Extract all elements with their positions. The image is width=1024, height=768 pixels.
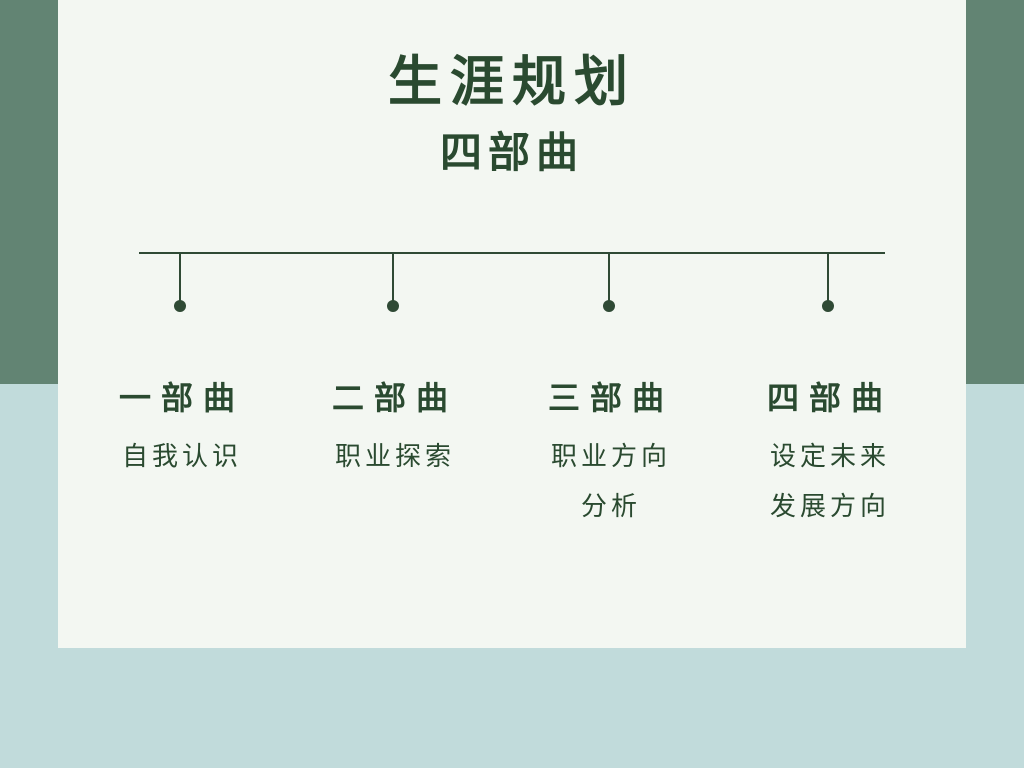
stage-description-line: 发展方向 [769, 492, 890, 522]
stage-title: 一部曲 [118, 379, 245, 417]
stage-4: 四部曲 设定未来 发展方向 [740, 376, 920, 532]
timeline-dot-1 [174, 300, 186, 312]
page-subtitle: 四部曲 [439, 128, 584, 177]
stage-3: 三部曲 职业方向 分析 [521, 376, 701, 532]
stage-description-line: 职业探索 [334, 442, 455, 472]
stage-description-line: 设定未来 [769, 442, 890, 472]
content-card [58, 0, 966, 648]
stage-description-line: 自我认识 [121, 442, 242, 472]
timeline-line [139, 252, 885, 254]
timeline-dot-3 [603, 300, 615, 312]
timeline-stem-1 [179, 252, 181, 304]
timeline-stem-4 [827, 252, 829, 304]
stage-description: 自我认识 [92, 432, 272, 482]
timeline-stem-3 [608, 252, 610, 304]
stage-title: 三部曲 [547, 379, 674, 417]
stage-description: 职业探索 [305, 432, 485, 482]
timeline-dot-4 [822, 300, 834, 312]
stage-description-line: 分析 [580, 492, 641, 522]
page-title: 生涯规划 [388, 49, 636, 113]
timeline-stem-2 [392, 252, 394, 304]
stage-1: 一部曲 自我认识 [92, 376, 272, 482]
stage-title: 四部曲 [766, 379, 893, 417]
stage-description: 职业方向 分析 [521, 432, 701, 532]
timeline-dot-2 [387, 300, 399, 312]
stage-2: 二部曲 职业探索 [305, 376, 485, 482]
stage-description-line: 职业方向 [550, 442, 671, 472]
stage-description: 设定未来 发展方向 [740, 432, 920, 532]
stage-title: 二部曲 [331, 379, 458, 417]
